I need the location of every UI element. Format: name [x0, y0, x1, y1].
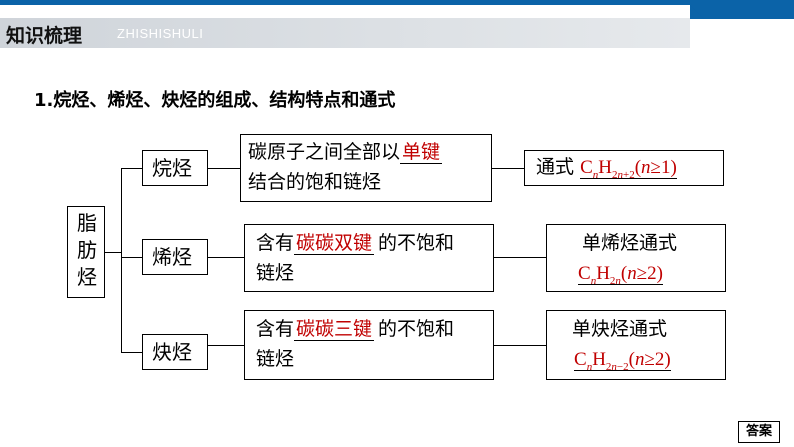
connector-cat3-desc	[208, 345, 244, 346]
connector-desc1-formula	[492, 168, 524, 169]
connector-desc2-formula	[494, 257, 546, 258]
category-box-alkane	[142, 150, 208, 186]
category-label-alkyne: 炔烃	[152, 340, 192, 364]
formula-value-alkene: CnH2n(n≥2)	[578, 263, 664, 287]
header-subtitle: ZHISHISHULI	[117, 26, 204, 41]
formula-box-alkyne	[546, 310, 726, 380]
root-box	[67, 206, 105, 298]
section-header-bar	[0, 18, 690, 48]
connector-row2	[121, 257, 142, 258]
desc-alkene-line1: 含有碳碳双键的不饱和	[256, 232, 455, 255]
connector-cat2-desc	[208, 257, 244, 258]
connector-row1	[121, 168, 142, 169]
top-accent-line	[0, 0, 794, 5]
category-label-alkane: 烷烃	[152, 156, 192, 180]
desc-box-alkyne	[244, 310, 494, 380]
desc-box-alkane	[240, 134, 492, 202]
category-box-alkyne	[142, 334, 208, 370]
formula-box-alkane	[524, 150, 724, 186]
category-label-alkene: 烯烃	[152, 245, 192, 269]
formula-label-alkene: 单烯烃通式	[582, 232, 678, 254]
formula-value-alkane: CnH2n+2(n≥1)	[580, 157, 677, 181]
desc-alkyne-line1: 含有碳碳三键的不饱和	[256, 318, 455, 341]
connector-vertical	[121, 168, 122, 353]
fill-blank-alkane: 单键	[400, 141, 443, 164]
formula-value-alkyne: CnH2n−2(n≥2)	[574, 349, 671, 373]
connector-row3	[121, 352, 142, 353]
section-title: 1.烷烃、烯烃、炔烃的组成、结构特点和通式	[34, 90, 396, 111]
desc-box-alkene	[244, 224, 494, 292]
desc-alkane-line1: 碳原子之间全部以单键	[248, 141, 443, 164]
root-label: 脂 肪 烃	[77, 211, 97, 289]
desc-alkene-line2: 链烃	[256, 262, 295, 284]
top-right-accent	[690, 5, 794, 19]
connector-desc3-formula	[494, 345, 546, 346]
category-box-alkene	[142, 239, 208, 275]
formula-alkane: 通式 CnH2n+2(n≥1)	[536, 152, 677, 190]
desc-alkane-line2: 结合的饱和链烃	[248, 171, 382, 193]
formula-label-alkyne: 单炔烃通式	[572, 318, 668, 340]
connector-root	[105, 252, 121, 253]
formula-alkyne: CnH2n−2(n≥2)	[574, 344, 671, 382]
top-right-accent-slant	[690, 5, 704, 19]
header-title: 知识梳理	[6, 25, 83, 47]
fill-blank-alkene: 碳碳双键	[294, 232, 375, 255]
formula-box-alkene	[546, 224, 726, 292]
desc-alkyne-line2: 链烃	[256, 348, 295, 370]
answer-button[interactable]: 答案	[738, 421, 780, 443]
fill-blank-alkyne: 碳碳三键	[294, 318, 375, 341]
formula-alkene: CnH2n(n≥2)	[578, 258, 664, 296]
connector-cat1-desc	[208, 168, 240, 169]
formula-label-alkane: 通式	[536, 156, 575, 178]
